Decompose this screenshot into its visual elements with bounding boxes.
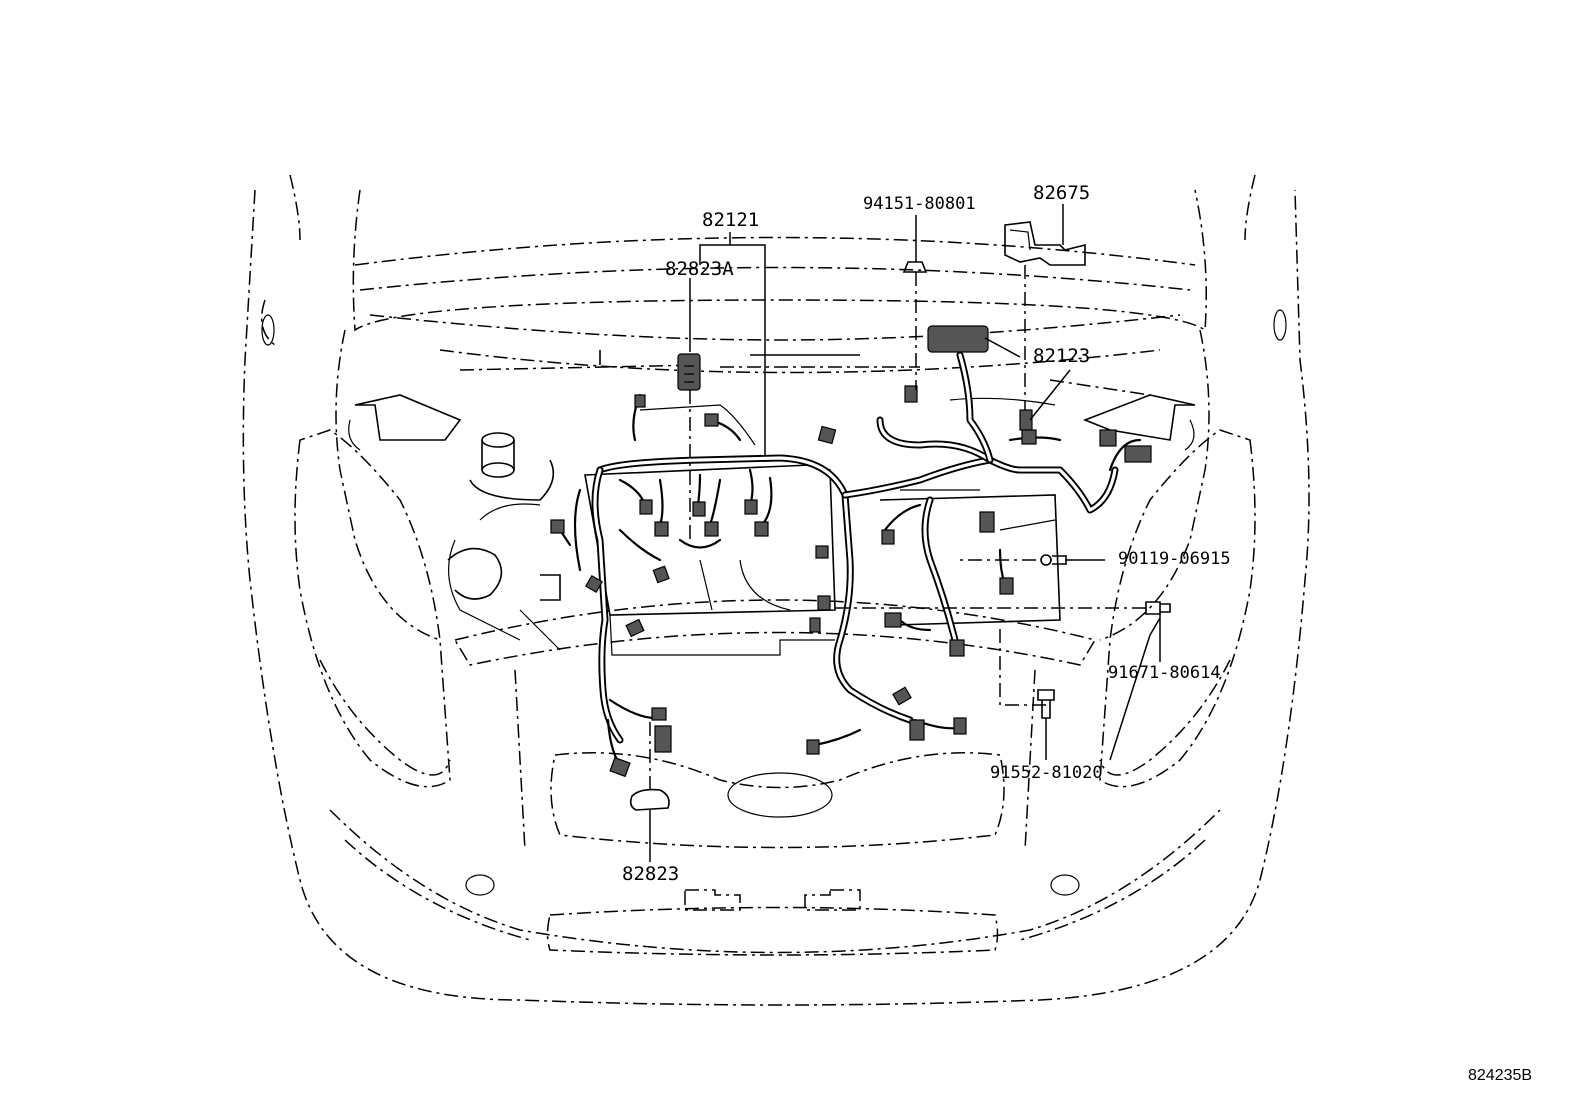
- part-label-94151-80801: 94151-80801: [863, 194, 976, 214]
- illustration-code: 824235B: [1468, 1067, 1532, 1084]
- harness-connectors: [550, 221, 1171, 811]
- installation-lines: [649, 265, 1146, 790]
- part-callouts: 82121 82823A 94151-80801 82675 82123 901…: [622, 182, 1231, 885]
- engine-wire-harness: [558, 351, 1142, 767]
- part-label-82823A: 82823A: [665, 258, 734, 280]
- leader-lines: [649, 204, 1161, 862]
- engine-bay-components: [348, 350, 1196, 656]
- vehicle-body-outline: [242, 174, 1310, 1006]
- part-label-91671-80614: 91671-80614: [1108, 663, 1221, 683]
- part-label-82123: 82123: [1033, 345, 1090, 367]
- part-label-82121: 82121: [702, 209, 759, 231]
- part-label-82823: 82823: [622, 863, 679, 885]
- part-label-82675: 82675: [1033, 182, 1090, 204]
- part-label-91552-81020: 91552-81020: [990, 763, 1103, 783]
- part-label-90119-06915: 90119-06915: [1118, 549, 1231, 569]
